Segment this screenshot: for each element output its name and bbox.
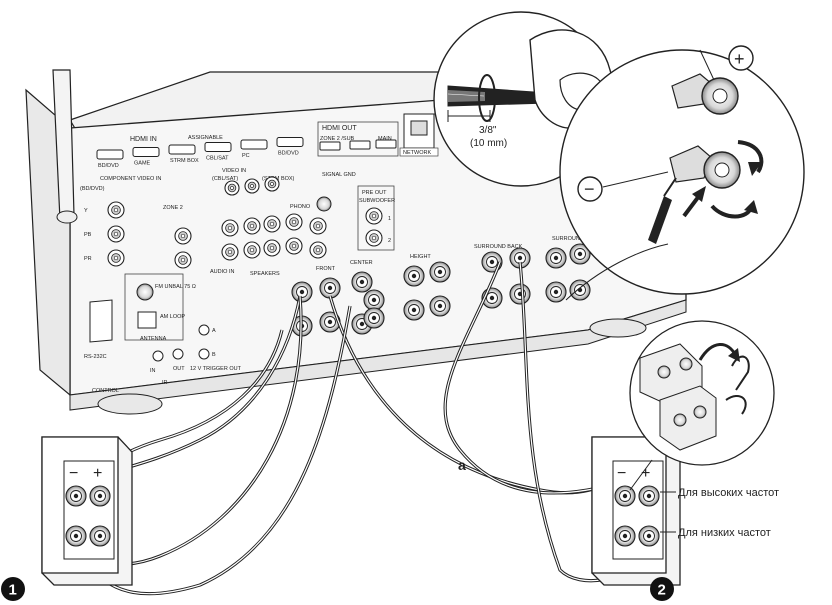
main-label: MAIN (378, 136, 392, 142)
hdmi-in-port (96, 149, 124, 160)
surround-label: SURROUND (552, 236, 584, 242)
hdmi-out-sub-port (349, 140, 371, 150)
am-loop-label: AM LOOP (160, 314, 185, 320)
hdmi-in-port-label: BD/DVD (278, 151, 299, 157)
control-section: FM UNBAL 75 Ω AM LOOP ANTENNA RS-232C CO… (84, 273, 242, 394)
right-speaker-badge (650, 577, 674, 601)
trigger-label: 12 V TRIGGER OUT (190, 366, 242, 372)
ir-out-label: OUT (173, 366, 185, 372)
left-speaker: − + 1 (1, 436, 133, 601)
video-audio-section: VIDEO IN (CBL/SAT) (STRM BOX) SIGNAL GND… (163, 168, 356, 275)
audio-in-label: AUDIO IN (210, 269, 234, 275)
hdmi-out-zone2-port (319, 141, 341, 151)
component-source-label: (BD/DVD) (80, 186, 105, 192)
terminal-callout: + − (559, 45, 805, 301)
minus-symbol-circle (577, 176, 603, 202)
hdmi-in-port (276, 137, 304, 147)
jumper-callout (629, 320, 775, 491)
zone2-sub-label: ZONE 2 /SUB (320, 136, 355, 142)
right-plus-label: + (641, 465, 650, 482)
signal-gnd-terminal (316, 196, 332, 212)
ir-label: IR (162, 380, 168, 386)
ir-out-jack (172, 348, 184, 360)
hdmi-in-port-label: CBL/SAT (206, 156, 229, 162)
center-label: CENTER (350, 260, 373, 266)
right-speaker-badge-number: 2 (658, 582, 666, 599)
left-speaker-badge-number: 1 (9, 582, 17, 599)
trigger-b-label: B (212, 352, 216, 358)
left-speaker-badge (1, 577, 25, 601)
hdmi-in-port-label: BD/DVD (98, 163, 119, 169)
sub1-label: 1 (388, 216, 391, 222)
video-in-label: VIDEO IN (222, 168, 246, 174)
fm-label: FM UNBAL 75 Ω (155, 284, 196, 290)
trigger-b-jack (198, 348, 210, 360)
zone2-label: ZONE 2 (163, 205, 183, 211)
pre-out-label: PRE OUT (362, 190, 387, 196)
hdmi-in-port-label: GAME (134, 161, 151, 167)
pre-out-section: PRE OUT SUBWOOFER 1 2 (357, 185, 395, 251)
loosen-arrow-icon (737, 140, 764, 174)
hdmi-in-port-label: STRM BOX (170, 158, 199, 164)
jumper-bar-icon (731, 355, 750, 391)
left-minus-label: − (69, 465, 78, 482)
strip-length-mm: (10 mm) (470, 138, 507, 149)
strm-box-label: (STRM BOX) (262, 176, 295, 182)
assignable-label: ASSIGNABLE (188, 135, 223, 141)
rs232c-label: RS-232C (84, 354, 107, 360)
high-frequency-label: Для высоких частот (678, 487, 779, 499)
trigger-a-label: A (212, 328, 216, 334)
left-plus-label: + (93, 465, 102, 482)
component-pr-label: PR (84, 256, 92, 262)
wifi-antenna (52, 69, 78, 224)
hdmi-in-port (240, 139, 268, 150)
network-label: NETWORK (403, 150, 431, 156)
hdmi-in-port (168, 144, 196, 155)
rs232c-port (89, 299, 113, 343)
right-minus-label: − (617, 465, 626, 482)
phono-label: PHONO (290, 204, 311, 210)
minus-symbol: − (584, 179, 595, 199)
plus-symbol-circle (728, 45, 754, 71)
fm-antenna-jack (136, 283, 154, 301)
hdmi-in-port (204, 142, 232, 152)
sub2-label: 2 (388, 238, 391, 244)
right-speaker: − + 2 Для высоких частот Для низких част… (591, 436, 779, 601)
subwoofer-label: SUBWOOFER (359, 198, 395, 204)
low-frequency-label: Для низких частот (678, 527, 771, 539)
ir-in-jack (152, 350, 164, 362)
component-y-label: Y (84, 208, 88, 214)
antenna-label: ANTENNA (140, 336, 167, 342)
plus-symbol: + (734, 49, 745, 69)
hdmi-in-port (132, 147, 160, 157)
component-video-label: COMPONENT VIDEO IN (100, 176, 161, 182)
front-label: FRONT (316, 266, 336, 272)
hdmi-out-main-port (375, 139, 397, 149)
cbl-sat-label: (CBL/SAT) (212, 176, 238, 182)
strip-length-inches: 3/8" (479, 125, 497, 136)
hdmi-out-section: HDMI OUT ZONE 2 /SUB MAIN NETWORK (317, 113, 439, 157)
control-label: CONTROL (92, 388, 119, 394)
hdmi-out-label: HDMI OUT (322, 125, 357, 132)
height-label: HEIGHT (410, 254, 431, 260)
component-pb-label: PB (84, 232, 92, 238)
hdmi-in-label: HDMI IN (130, 136, 157, 143)
trigger-a-jack (198, 324, 210, 336)
signal-gnd-label: SIGNAL GND (322, 172, 356, 178)
surround-back-label: SURROUND BACK (474, 244, 523, 250)
am-loop-terminal (137, 311, 157, 329)
hdmi-in-section: HDMI IN ASSIGNABLE BD/DVD GAME STRM BOX CBL… (96, 135, 304, 169)
speakers-label: SPEAKERS (250, 271, 280, 277)
component-video-section: COMPONENT VIDEO IN (BD/DVD) Y PB PR (80, 176, 161, 267)
ir-in-label: IN (150, 368, 156, 374)
hdmi-in-port-label: PC (242, 153, 250, 159)
cable-mark-a: a (458, 457, 466, 473)
speaker-wire-end (648, 196, 672, 244)
